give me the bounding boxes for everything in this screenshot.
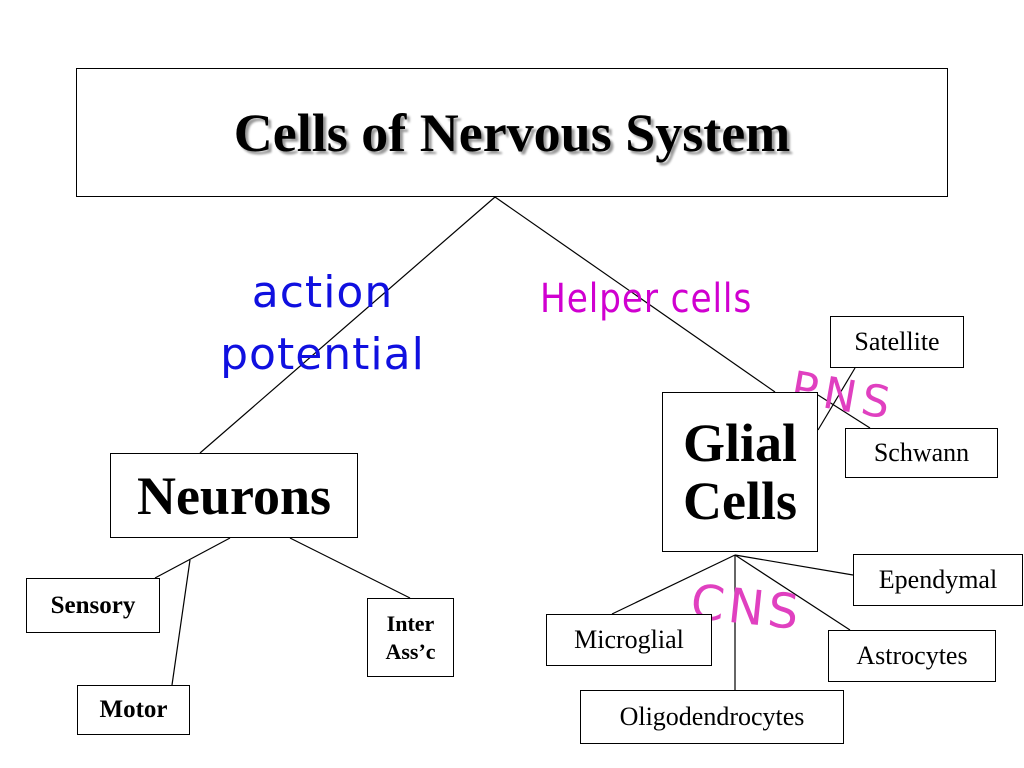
line-neurons-motor bbox=[171, 559, 191, 686]
line-title-neurons bbox=[199, 196, 496, 454]
line-neurons-sensory bbox=[154, 537, 231, 579]
motor-box: Motor bbox=[77, 685, 190, 735]
title-box: Cells of Nervous System bbox=[76, 68, 948, 197]
glial-label-line2: Cells bbox=[683, 471, 797, 531]
schwann-box: Schwann bbox=[845, 428, 998, 478]
glial-label-line1: Glial bbox=[682, 413, 797, 473]
inter-box: Inter Ass’c bbox=[367, 598, 454, 677]
ependymal-box: Ependymal bbox=[853, 554, 1023, 606]
satellite-label: Satellite bbox=[854, 327, 940, 356]
astrocytes-label: Astrocytes bbox=[856, 641, 968, 670]
ependymal-label: Ependymal bbox=[878, 565, 998, 594]
action-potential-line2: potential bbox=[220, 329, 425, 380]
line-glial-satellite bbox=[817, 367, 856, 431]
neurons-box: Neurons bbox=[110, 453, 358, 538]
line-glial-astrocytes bbox=[734, 554, 851, 631]
microglial-label: Microglial bbox=[574, 625, 684, 654]
line-glial-microglial bbox=[611, 554, 736, 615]
action-potential-label: action potential bbox=[210, 262, 435, 386]
motor-label: Motor bbox=[99, 696, 168, 723]
glial-cells-box: Glial Cells bbox=[662, 392, 818, 552]
oligodendrocytes-box: Oligodendrocytes bbox=[580, 690, 844, 744]
schwann-label: Schwann bbox=[873, 438, 970, 467]
page-title: Cells of Nervous System bbox=[233, 102, 791, 163]
inter-label-line2: Ass’c bbox=[385, 638, 436, 664]
line-title-glial bbox=[494, 196, 776, 393]
neurons-label: Neurons bbox=[136, 465, 332, 526]
astrocytes-box: Astrocytes bbox=[828, 630, 996, 682]
sensory-box: Sensory bbox=[26, 578, 160, 633]
oligodendrocytes-label: Oligodendrocytes bbox=[619, 702, 805, 731]
microglial-box: Microglial bbox=[546, 614, 712, 666]
satellite-box: Satellite bbox=[830, 316, 964, 368]
sensory-label: Sensory bbox=[50, 591, 136, 619]
line-glial-ependymal bbox=[734, 554, 854, 576]
action-potential-line1: action bbox=[251, 267, 394, 318]
helper-cells-label: Helper cells bbox=[540, 276, 753, 322]
inter-label-line1: Inter bbox=[386, 610, 435, 636]
line-neurons-inter bbox=[289, 537, 411, 599]
line-glial-schwann bbox=[817, 394, 871, 429]
